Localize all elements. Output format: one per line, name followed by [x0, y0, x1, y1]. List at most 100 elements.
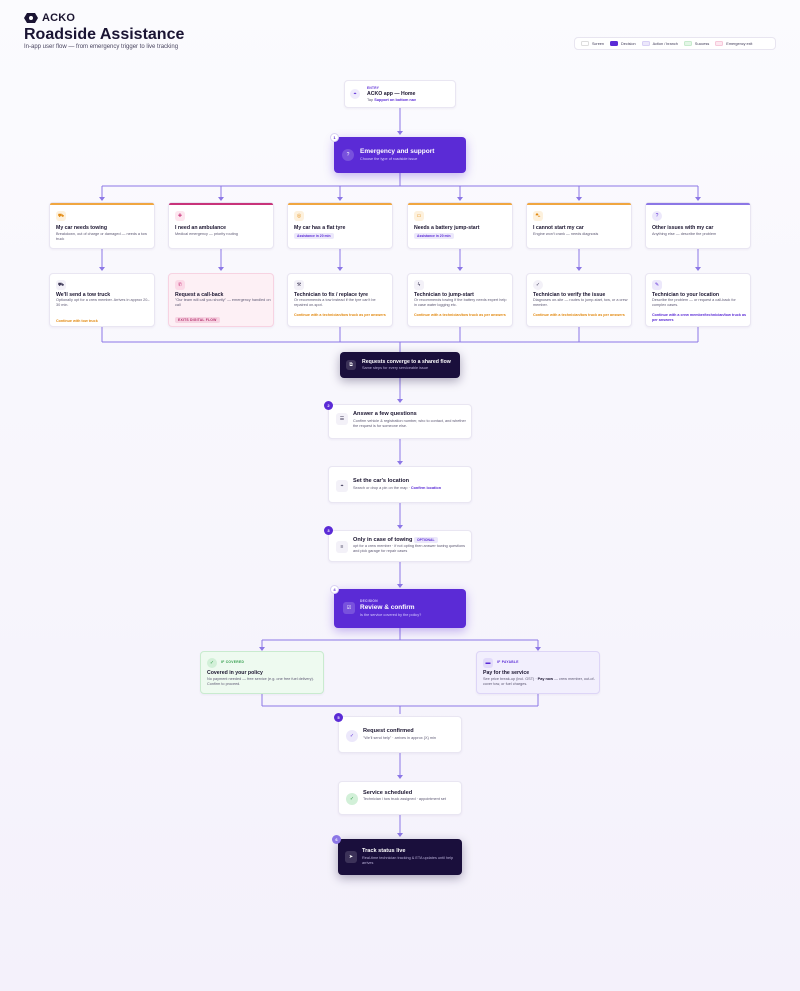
card-accent [408, 203, 512, 205]
converge-desc: Same steps for every serviceable issue [362, 366, 429, 370]
issue-desc: Anything else — describe the problem [652, 232, 717, 236]
issue-card-other[interactable]: ? Other issues with my car Anything else… [645, 202, 751, 249]
emergency-support-card[interactable]: ? Emergency and support Choose the type … [334, 137, 466, 173]
outcome-card-verify[interactable]: ✓ Technician to verify the issue Diagnos… [526, 273, 632, 327]
card-accent [50, 203, 154, 205]
legend-item-action: Action / branch [641, 41, 678, 46]
legend-item-emergency: Emergency exit [715, 41, 752, 46]
outcome-desc: Describe the problem — or request a call… [652, 298, 736, 308]
step6-desc: Real-time technician tracking & ETA upda… [362, 856, 454, 866]
tyre-icon: ◎ [294, 211, 304, 221]
tow-truck-icon: ⛟ [56, 211, 66, 221]
step-number-4: 4 [330, 585, 339, 594]
entry-card[interactable]: ⌖ ENTRY ACKO app — Home Tap Support on b… [344, 80, 456, 108]
card-accent [169, 203, 273, 205]
outcome-desc: Or recommends a tow instead if the tyre … [294, 298, 376, 308]
location-desc: Search or drop a pin on the map · Confir… [353, 486, 441, 491]
continue-link[interactable]: Continue with tow truck [56, 319, 98, 323]
ambulance-icon: ✚ [175, 211, 185, 221]
location-pin-icon: ⌖ [350, 89, 360, 99]
issue-card-ambulance[interactable]: ✚ I need an ambulance Medical emergency … [168, 202, 274, 249]
outcome-card-tyre[interactable]: ⚒ Technician to fix / replace tyre Or re… [287, 273, 393, 327]
outcome-desc: "Our team will call you shortly" — emerg… [175, 298, 271, 308]
outcome-desc: Or recommends towing if the battery need… [414, 298, 507, 308]
covered-card[interactable]: ✓ IF COVERED Covered in your policy No p… [200, 651, 324, 694]
issue-title: I need an ambulance [175, 225, 227, 231]
payable-card[interactable]: ▬ IF PAYABLE Pay for the service See pri… [476, 651, 600, 694]
outcome-title: Technician to your location [652, 292, 720, 298]
step-number-5: 5 [334, 713, 343, 722]
check-circle-icon: ✓ [346, 730, 358, 742]
entry-tag: ENTRY [367, 86, 380, 90]
step3-desc: opt for a crew member · if not opting th… [353, 544, 466, 554]
clipboard-icon: ☰ [336, 413, 348, 425]
step5-desc: "We'll send help" · arrives in approx {X… [363, 736, 436, 740]
navigation-arrow-icon: ➤ [345, 851, 357, 863]
continue-link[interactable]: Continue with a crew member/technician/t… [652, 313, 747, 322]
car-icon: ⛍ [533, 211, 543, 221]
legend-item-decision: Decision [610, 41, 636, 46]
outcome-title: We'll send a tow truck [56, 292, 111, 298]
entry-desc-text: Tap [367, 98, 374, 102]
step1-title: Emergency and support [360, 148, 435, 155]
location-desc-text: Search or drop a pin on the map · [353, 486, 410, 490]
wrench-icon: ⚒ [294, 280, 304, 290]
step5-title: Request confirmed [363, 728, 414, 734]
questions-card[interactable]: ☰ Answer a few questions Confirm vehicle… [328, 404, 472, 439]
outcome-title: Request a call-back [175, 292, 224, 298]
continue-link[interactable]: Continue with a technician/tow truck as … [533, 313, 625, 317]
legend-item-screen: Screen [581, 41, 604, 46]
outcome-card-technician[interactable]: ✎ Technician to your location Describe t… [645, 273, 751, 327]
pay-now-link[interactable]: Pay now [537, 677, 554, 681]
scheduled-desc: Technician / tow truck assigned · appoin… [363, 797, 446, 801]
legend-item-success: Success [683, 41, 710, 46]
issue-card-towing[interactable]: ⛟ My car needs towing Breakdown, out of … [49, 202, 155, 249]
location-title: Set the car's location [353, 478, 410, 484]
step-number-3: 3 [324, 526, 333, 535]
support-link[interactable]: Support on bottom nav [374, 98, 416, 102]
step2-title: Answer a few questions [353, 411, 417, 417]
payable-desc: See price break-up (incl. GST) · Pay now… [483, 677, 597, 687]
map-pin-icon: ⌖ [336, 480, 348, 492]
entry-title: ACKO app — Home [367, 91, 416, 97]
review-confirm-card[interactable]: ☑ DECISION Review & confirm Is the servi… [334, 589, 466, 628]
battery-icon: ▭ [414, 211, 424, 221]
issue-card-battery[interactable]: ▭ Needs a battery jump-start Assistance … [407, 202, 513, 249]
check-circle-icon: ✓ [533, 280, 543, 290]
payable-desc-text: — crew member, out-of-cover tow, or fuel… [483, 677, 595, 687]
legend-label: Success [694, 41, 710, 46]
decision-tag: DECISION [360, 599, 378, 603]
issue-card-flat-tyre[interactable]: ◎ My car has a flat tyre Assistance in 2… [287, 202, 393, 249]
step1-desc: Choose the type of roadside issue [360, 157, 418, 161]
eta-badge: Assistance in 20 min [414, 233, 454, 239]
step3-title: Only in case of towing [353, 537, 413, 543]
outcome-desc: Diagnoses on-site — routes to jump-start… [533, 298, 628, 308]
track-status-card[interactable]: ➤ Track status live Real-time technician… [338, 839, 462, 875]
payable-desc-text: See price break-up (incl. GST) · [483, 677, 537, 681]
phone-icon: ✆ [175, 280, 185, 290]
outcome-card-callback[interactable]: ✆ Request a call-back "Our team will cal… [168, 273, 274, 327]
outcome-desc: Optionally opt for a crew member. Arrive… [56, 298, 150, 308]
continue-link[interactable]: Continue with a technician/tow truck as … [414, 313, 506, 317]
covered-desc: No payment needed — free service (e.g. o… [207, 677, 315, 687]
converge-title: Requests converge to a shared flow [362, 359, 451, 365]
outcome-card-jumpstart[interactable]: ϟ Technician to jump-start Or recommends… [407, 273, 513, 327]
payable-title: Pay for the service [483, 670, 530, 676]
outcome-card-tow-truck[interactable]: ⛟ We'll send a tow truck Optionally opt … [49, 273, 155, 327]
merge-icon: ⧉ [346, 360, 356, 370]
legend-label: Screen [592, 41, 605, 46]
outcome-title: Technician to fix / replace tyre [294, 292, 368, 298]
card-accent [288, 203, 392, 205]
confirm-location-link[interactable]: Confirm location [410, 486, 442, 490]
acko-logo: ACKO [24, 12, 75, 24]
towing-optional-card[interactable]: ≡ Only in case of towing OPTIONAL opt fo… [328, 530, 472, 562]
location-card[interactable]: ⌖ Set the car's location Search or drop … [328, 466, 472, 503]
optional-badge: OPTIONAL [414, 537, 438, 543]
exit-badge: EXITS DIGITAL FLOW [175, 317, 220, 323]
card-payment-icon: ▬ [483, 658, 493, 668]
step-number-2: 2 [324, 401, 333, 410]
check-icon: ✓ [346, 793, 358, 805]
continue-link[interactable]: Continue with a technician/tow truck as … [294, 313, 386, 317]
issue-card-cannot-start[interactable]: ⛍ I cannot start my car Engine won't cra… [526, 202, 632, 249]
payable-tag: IF PAYABLE [497, 660, 519, 664]
